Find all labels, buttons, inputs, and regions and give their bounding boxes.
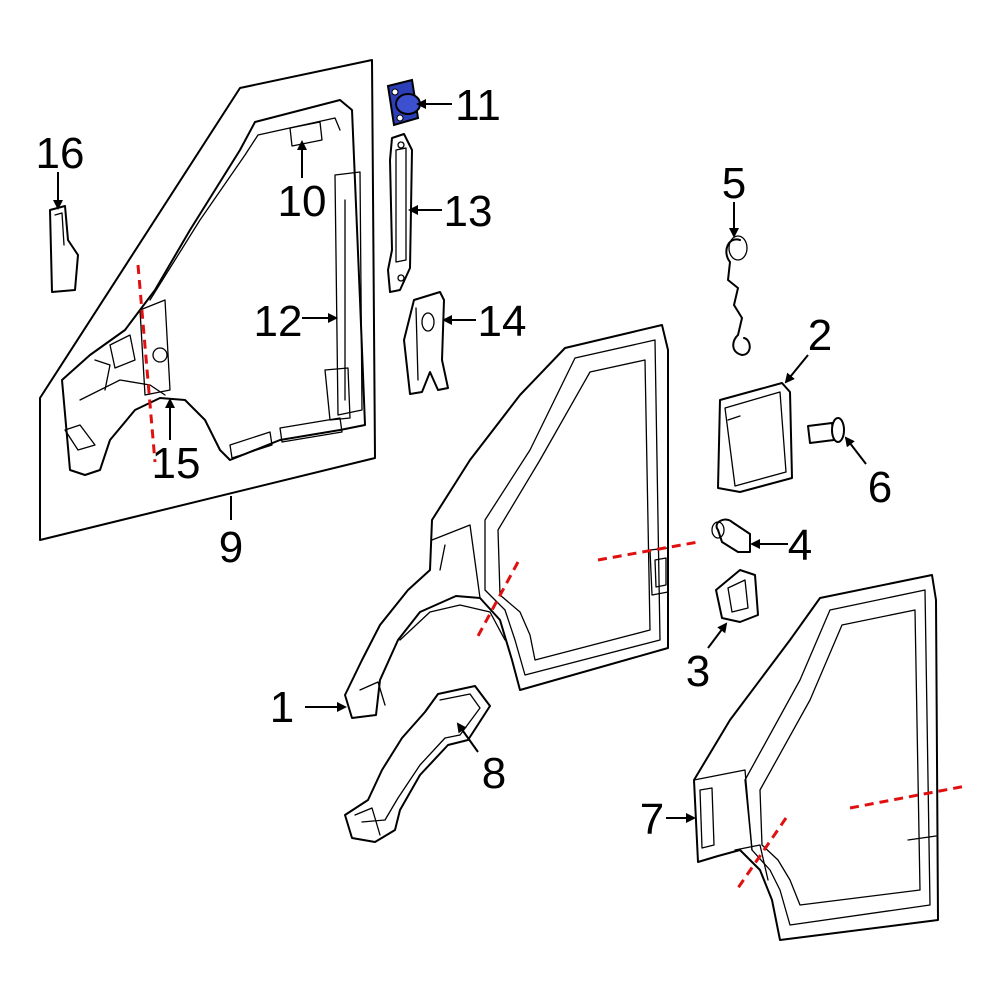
part-8-wheelhouse[interactable]: [344, 685, 491, 843]
part-5-check-spring[interactable]: [725, 235, 751, 356]
callout-8: 8: [482, 749, 506, 798]
leader-2: [784, 354, 809, 384]
leader-8: [456, 722, 479, 753]
callout-5: 5: [722, 159, 746, 208]
cut-line-panel1-beltline: [597, 540, 699, 562]
part-14-reinforcement[interactable]: [403, 291, 449, 395]
part-13-hinge-reinforcement[interactable]: [387, 133, 413, 293]
callout-10: 10: [278, 177, 327, 226]
part-4-plug[interactable]: [711, 518, 751, 553]
part-6-bolt[interactable]: [807, 417, 845, 444]
callout-6: 6: [868, 463, 892, 512]
cut-line-pillar-vertical: [136, 264, 157, 463]
callout-7: 7: [640, 795, 664, 844]
callout-4: 4: [788, 521, 812, 570]
callout-15: 15: [152, 439, 201, 488]
leader-6: [844, 436, 867, 465]
callout-14: 14: [478, 297, 527, 346]
part-9-pillar-frame[interactable]: [61, 99, 366, 476]
callout-12: 12: [254, 297, 303, 346]
part-16-bracket[interactable]: [49, 205, 79, 293]
part-2-cover[interactable]: [717, 382, 793, 493]
part-11-door-hinge[interactable]: [386, 78, 421, 127]
hinge-pin: [395, 93, 421, 115]
callout-16: 16: [36, 129, 85, 178]
cut-line-panel7-beltline: [849, 784, 967, 810]
callout-2: 2: [808, 311, 832, 360]
part-1-side-panel[interactable]: [344, 324, 669, 719]
callout-9: 9: [219, 523, 243, 572]
callout-11: 11: [455, 81, 501, 130]
part-7-side-panel[interactable]: [693, 574, 939, 941]
leader-3: [707, 622, 728, 649]
assembly-panel-outline: [39, 59, 376, 541]
callout-1: 1: [270, 683, 294, 732]
callout-13: 13: [444, 187, 493, 236]
callout-3: 3: [686, 647, 710, 696]
part-3-pocket[interactable]: [715, 569, 759, 623]
